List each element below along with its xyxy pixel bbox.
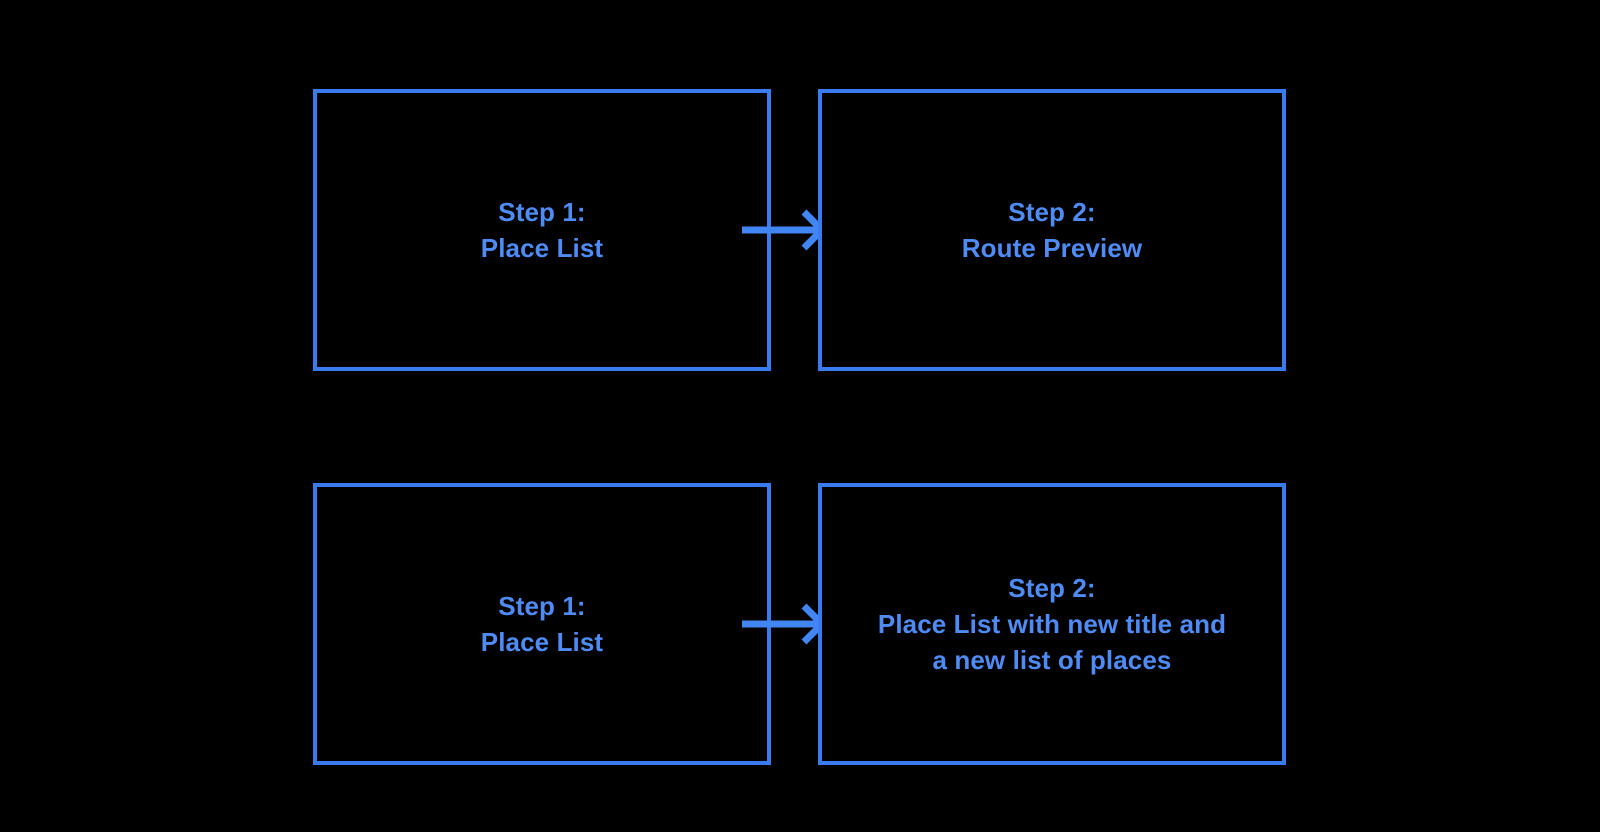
flow-row-new-place-list: Step 1: Place List Step 2: Place List wi…	[0, 483, 1600, 765]
step-box-label: Step 1: Place List	[480, 591, 604, 657]
flow-row-route-preview: Step 1: Place List Step 2: Route Preview	[0, 89, 1600, 371]
step-box-step1-place-list-bottom[interactable]: Step 1: Place List	[313, 483, 771, 765]
step-box-step2-new-place-list[interactable]: Step 2: Place List with new title and a …	[818, 483, 1286, 765]
step-box-label: Step 2: Route Preview	[961, 197, 1143, 263]
step-box-step2-route-preview[interactable]: Step 2: Route Preview	[818, 89, 1286, 371]
step-box-label: Step 1: Place List	[480, 197, 604, 263]
step-box-step1-place-list-top[interactable]: Step 1: Place List	[313, 89, 771, 371]
step-box-label: Step 2: Place List with new title and a …	[877, 573, 1227, 675]
